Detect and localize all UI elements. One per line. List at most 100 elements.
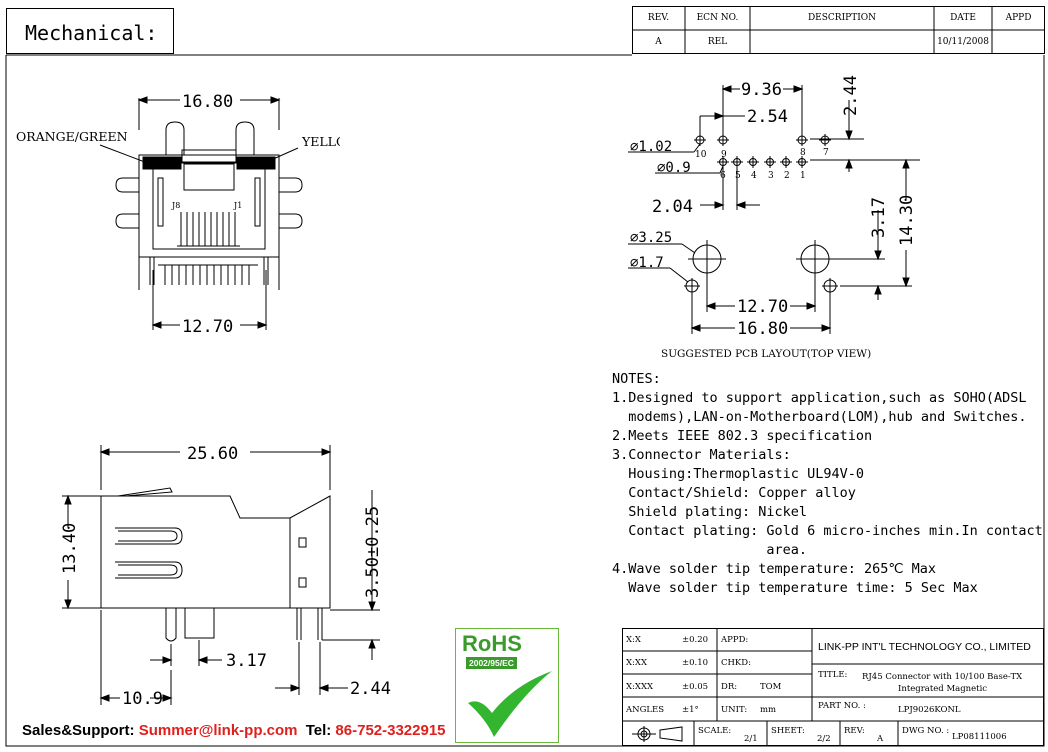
front-view-drawing: 16.80 12.70 ORANGE/GREEN YELLOW J8 J1: [16, 92, 340, 337]
side-dim-post-offset: 10.9: [122, 689, 163, 709]
rev-header-rev: REV.: [647, 13, 670, 23]
label-yellow-led: YELLOW: [301, 134, 340, 149]
title-line-1: RJ45 Connector with 10/100 Base-TX: [862, 672, 1023, 682]
pcb-dim-325: ⌀3.25: [630, 230, 672, 246]
rohs-badge: RoHS 2002/95/EC: [455, 628, 559, 743]
part-label: PART NO. :: [818, 701, 866, 711]
sales-support-line: Sales&Support: Summer@link-pp.com Tel: 8…: [22, 722, 446, 739]
tol-label: X:XXX: [626, 682, 654, 692]
tol-field: DR:: [721, 682, 738, 692]
pcb-dim-317: 3.17: [869, 197, 889, 238]
dwg-label: DWG NO. :: [902, 726, 950, 736]
pcb-layout-drawing: 9.36 2.54 2.44 ⌀1.02 ⌀0.9 10 9 8 7 6 5 4…: [628, 75, 920, 360]
revision-table: REV. ECN NO. DESCRIPTION DATE APPD A REL…: [632, 6, 1045, 54]
pcb-dim-102: ⌀1.02: [630, 139, 672, 155]
pcb-dim-244: 2.44: [841, 75, 861, 116]
tol-field-value: TOM: [760, 682, 782, 692]
rev-value: A: [877, 734, 884, 744]
rev-header-description: DESCRIPTION: [807, 13, 877, 23]
pcb-dim-936: 9.36: [741, 80, 782, 100]
side-dim-pin-offset: 3.17: [226, 651, 267, 671]
sales-label: Sales&Support:: [22, 722, 135, 739]
scale-label: SCALE:: [698, 726, 732, 736]
title-line-2: Integrated Magnetic: [898, 684, 988, 694]
title-block: X:X ±0.20 APPD: X:XX ±0.10 CHKD: X:XXX ±…: [622, 628, 1044, 746]
tol-field-value: mm: [760, 705, 777, 715]
tol-label: ANGLES: [626, 705, 665, 715]
note-line: Shield plating: Nickel: [612, 504, 808, 520]
note-line: Contact plating: Gold 6 micro-inches min…: [612, 523, 1043, 539]
rev-header-ecn: ECN NO.: [696, 13, 739, 23]
pcb-dim-1680: 16.80: [737, 319, 788, 339]
pin-label-j1: J1: [233, 201, 242, 210]
note-line: Contact/Shield: Copper alloy: [612, 485, 856, 501]
sheet-label: SHEET:: [771, 726, 805, 736]
tel-number: 86-752-3322915: [335, 722, 446, 739]
rev-value-date: 10/11/2008: [937, 37, 989, 47]
note-line: modems),LAN-on-Motherboard(LOM),hub and …: [612, 409, 1027, 425]
rohs-directive: 2002/95/EC: [466, 657, 517, 669]
rohs-title: RoHS: [462, 631, 522, 656]
tol-value: ±0.20: [682, 635, 709, 645]
sales-email-link[interactable]: Summer@link-pp.com: [138, 722, 298, 739]
mechanical-title: Mechanical:: [25, 21, 158, 45]
title-label: TITLE:: [818, 670, 848, 680]
tol-field: CHKD:: [721, 658, 751, 668]
scale-value: 2/1: [744, 734, 758, 744]
note-line: 2.Meets IEEE 802.3 specification: [612, 428, 873, 444]
pcb-dim-204: 2.04: [652, 197, 693, 217]
front-dim-width-bottom: 12.70: [182, 317, 233, 337]
mechanical-title-box: Mechanical:: [6, 8, 174, 54]
note-line: Housing:Thermoplastic UL94V-0: [612, 466, 864, 482]
pin-label-j8: J8: [171, 201, 180, 210]
tol-field: UNIT:: [721, 705, 748, 715]
pcb-pin-8: 8: [800, 148, 806, 158]
rev-header-date: DATE: [950, 13, 976, 23]
tol-value: ±1°: [682, 705, 699, 715]
note-line: 4.Wave solder tip temperature: 265℃ Max: [612, 561, 937, 577]
pcb-dim-1430: 14.30: [897, 195, 917, 246]
rev-label: REV:: [844, 726, 865, 736]
checkmark-icon: [468, 671, 552, 737]
side-dim-post-len: 2.44: [350, 679, 391, 699]
pcb-pin-7: 7: [823, 148, 829, 158]
front-dim-width-top: 16.80: [182, 92, 233, 112]
tol-value: ±0.05: [682, 682, 709, 692]
label-orange-green-led: ORANGE/GREEN: [16, 129, 128, 144]
side-view-drawing: 25.60 13.40 3.50±0.25 3.17 10.9 2.44: [60, 444, 391, 709]
note-line: area.: [612, 542, 808, 558]
tel-label: Tel:: [305, 722, 332, 739]
pcb-pin-9: 9: [721, 150, 727, 160]
pcb-pin-1: 1: [800, 171, 806, 181]
pcb-pin-4: 4: [751, 171, 757, 181]
pcb-dim-17: ⌀1.7: [630, 255, 664, 271]
notes-block: NOTES: 1.Designed to support application…: [612, 370, 1043, 598]
sheet-value: 2/2: [817, 734, 831, 744]
pcb-pin-10: 10: [695, 150, 707, 160]
note-line: Wave solder tip temperature time: 5 Sec …: [612, 580, 978, 596]
pcb-pin-3: 3: [768, 171, 774, 181]
tol-label: X:X: [626, 635, 641, 645]
part-number: LPJ9026KONL: [898, 705, 961, 715]
tol-field: APPD:: [721, 635, 749, 645]
pcb-dim-254: 2.54: [747, 107, 788, 127]
projection-symbol-icon: [632, 726, 683, 742]
notes-heading: NOTES:: [612, 371, 661, 387]
side-dim-height: 13.40: [60, 523, 80, 574]
rev-value-rev: A: [655, 37, 662, 47]
pcb-pin-6: 6: [720, 171, 726, 181]
pcb-dim-09: ⌀0.9: [657, 160, 691, 176]
dwg-number: LP08111006: [952, 732, 1007, 742]
pcb-pin-2: 2: [784, 171, 790, 181]
side-dim-pin-length: 3.50±0.25: [363, 506, 383, 598]
note-line: 1.Designed to support application,such a…: [612, 390, 1027, 406]
side-dim-length: 25.60: [187, 444, 238, 464]
rev-header-appd: APPD: [1005, 13, 1032, 23]
tol-value: ±0.10: [682, 658, 709, 668]
rev-value-ecn: REL: [707, 37, 728, 47]
pcb-layout-caption: SUGGESTED PCB LAYOUT(TOP VIEW): [661, 348, 871, 360]
note-line: 3.Connector Materials:: [612, 447, 791, 463]
pcb-dim-1270: 12.70: [737, 297, 788, 317]
pcb-pin-5: 5: [735, 171, 741, 181]
